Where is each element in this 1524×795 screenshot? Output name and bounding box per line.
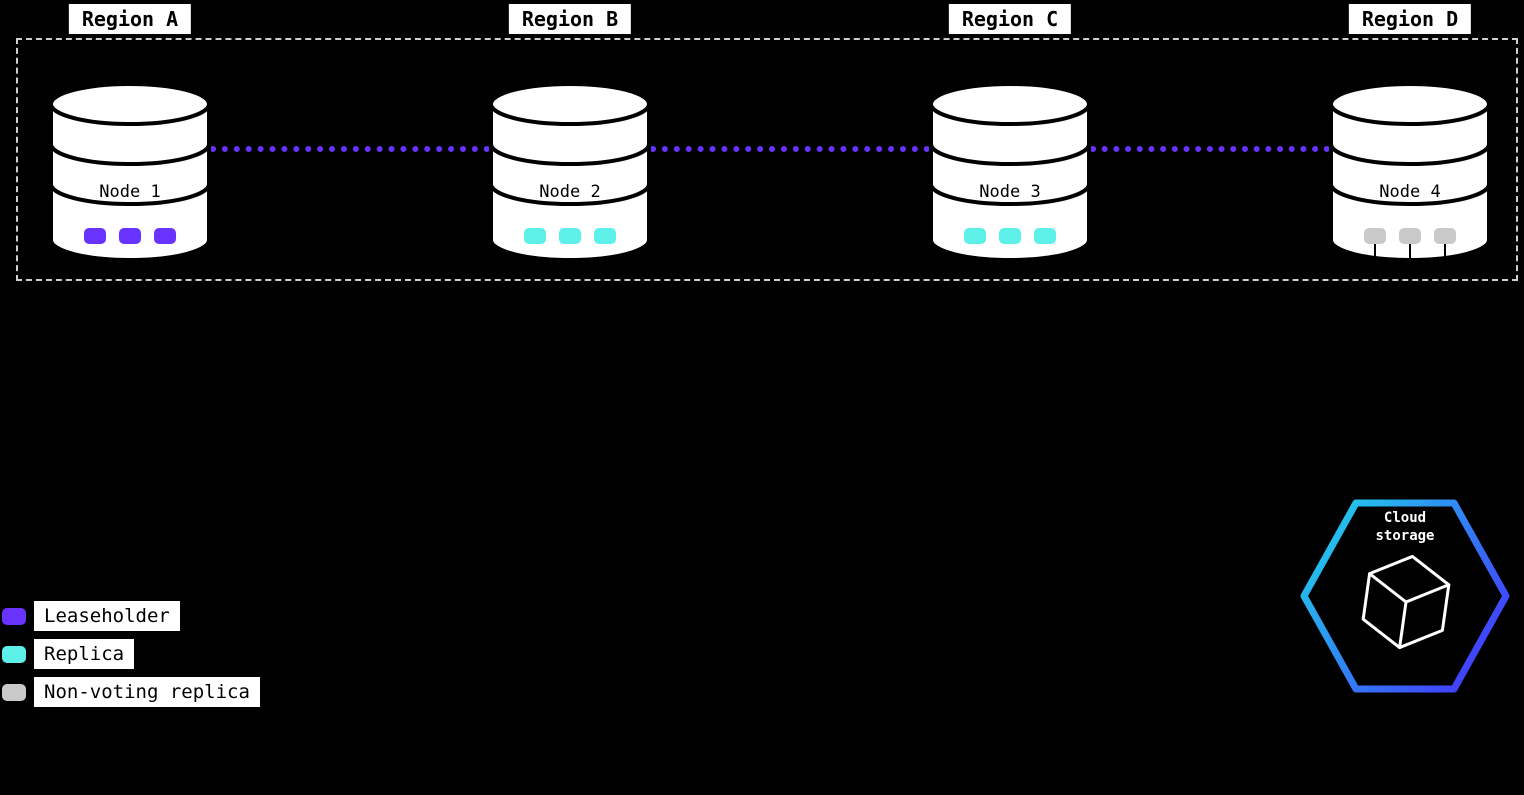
leaseholder-range-icon — [119, 228, 141, 244]
storage-connector-line — [1444, 242, 1446, 262]
node-3-label: Node 3 — [979, 182, 1041, 202]
region-d-label: Region D — [1348, 4, 1472, 34]
legend-item-leaseholder: Leaseholder — [2, 601, 260, 631]
replica-range-icon — [559, 228, 581, 244]
replica-range-icon — [964, 228, 986, 244]
replica-range-icon — [999, 228, 1021, 244]
cloud-storage-label-line2: storage — [1375, 528, 1435, 545]
cube-icon — [1361, 554, 1451, 650]
database-cylinder-icon — [49, 82, 211, 262]
node-1-label: Node 1 — [99, 182, 161, 202]
replication-link-node3-node4 — [1090, 146, 1330, 152]
legend-label: Replica — [34, 639, 135, 669]
replication-link-node2-node3 — [650, 146, 930, 152]
non-voting-range-icon — [1434, 228, 1456, 244]
cloud-storage-hexagon — [1300, 499, 1510, 693]
storage-connector-line — [1409, 242, 1411, 262]
replica-range-icon — [1034, 228, 1056, 244]
legend-item-non-voting-replica: Non-voting replica — [2, 677, 260, 707]
node-3-ranges — [928, 228, 1092, 244]
cloud-storage-label: Cloud storage — [1299, 509, 1511, 545]
node-2-label: Node 2 — [539, 182, 601, 202]
region-c-label: Region C — [948, 4, 1072, 34]
region-b-label: Region B — [508, 4, 632, 34]
cluster-boundary — [16, 38, 1518, 281]
node-1: Node 1 — [48, 80, 212, 264]
node-4-ranges — [1328, 228, 1492, 244]
non-voting-range-icon — [1364, 228, 1386, 244]
leaseholder-range-icon — [84, 228, 106, 244]
database-cylinder-icon — [1329, 82, 1491, 262]
leaseholder-range-icon — [154, 228, 176, 244]
replica-swatch-icon — [2, 645, 26, 663]
node-2-ranges — [488, 228, 652, 244]
replication-link-node1-node2 — [210, 146, 490, 152]
node-4-label: Node 4 — [1379, 182, 1441, 202]
database-cylinder-icon — [489, 82, 651, 262]
cloud-storage-label-line1: Cloud — [1383, 510, 1427, 526]
leaseholder-swatch-icon — [2, 607, 26, 625]
node-4: Node 4 — [1328, 80, 1492, 264]
region-a-label: Region A — [68, 4, 192, 34]
legend: Leaseholder Replica Non-voting replica — [2, 601, 260, 715]
node-1-ranges — [48, 228, 212, 244]
database-cylinder-icon — [929, 82, 1091, 262]
legend-label: Leaseholder — [34, 601, 180, 631]
legend-label: Non-voting replica — [34, 677, 260, 707]
non-voting-range-icon — [1399, 228, 1421, 244]
hexagon-border — [1300, 499, 1510, 693]
legend-item-replica: Replica — [2, 639, 260, 669]
node-2: Node 2 — [488, 80, 652, 264]
replica-range-icon — [524, 228, 546, 244]
non-voting-swatch-icon — [2, 683, 26, 701]
node-3: Node 3 — [928, 80, 1092, 264]
storage-connector-line — [1374, 242, 1376, 262]
replica-range-icon — [594, 228, 616, 244]
